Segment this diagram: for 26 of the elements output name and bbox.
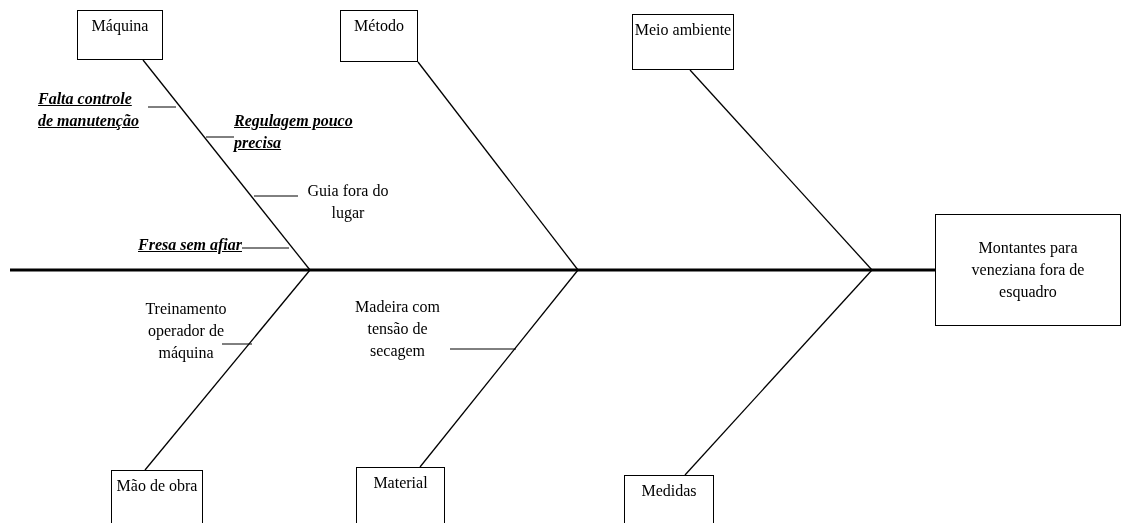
category-box: Meio ambiente — [632, 14, 734, 70]
leader-line — [221, 343, 253, 345]
category-box: Método — [340, 10, 418, 62]
category-box: Material — [356, 467, 445, 523]
bone-line — [142, 59, 311, 271]
cause-label: Regulagem pouco precisa — [234, 110, 356, 156]
bone-line — [684, 269, 873, 476]
spine-line — [10, 268, 935, 272]
leader-line — [147, 106, 177, 108]
cause-label: Fresa sem afiar — [138, 234, 242, 258]
leader-line — [205, 136, 235, 138]
bone-line — [419, 269, 579, 468]
leader-line — [253, 195, 299, 197]
bone-line — [144, 269, 311, 471]
leader-line — [241, 247, 290, 249]
category-box: Medidas — [624, 475, 714, 523]
cause-label: Madeira com tensão de secagem — [345, 296, 450, 366]
cause-label: Treinamento operador de máquina — [136, 298, 236, 368]
cause-label: Falta controle de manutenção — [38, 88, 148, 158]
effect-box: Montantes para veneziana fora de esquadro — [935, 214, 1121, 326]
category-box: Máquina — [77, 10, 163, 60]
bone-line — [417, 61, 579, 271]
category-box: Mão de obra — [111, 470, 203, 523]
bone-line — [689, 69, 873, 271]
leader-line — [449, 348, 517, 350]
cause-label: Guia fora do lugar — [298, 180, 398, 224]
